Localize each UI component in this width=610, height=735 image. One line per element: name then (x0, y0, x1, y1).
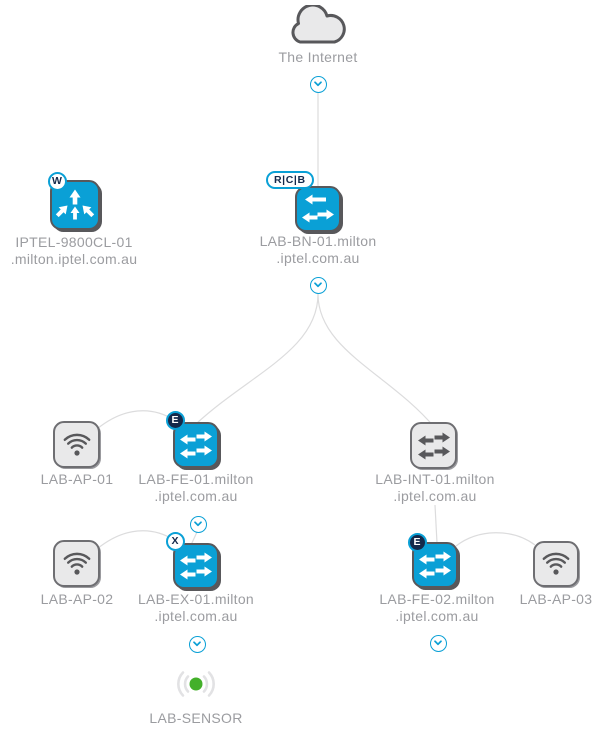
node-lab-fe-02[interactable] (412, 542, 458, 588)
label-line: LAB-INT-01.milton (375, 471, 495, 487)
label-line: LAB-SENSOR (149, 710, 243, 726)
link-int1-fe2[interactable] (434, 504, 438, 544)
access-point-icon (63, 552, 90, 575)
switch-icon (417, 432, 450, 459)
switch-icon (180, 552, 212, 580)
node-lab-ap-02[interactable] (53, 540, 100, 587)
sensor-icon (189, 677, 203, 691)
badge-bn-rcb: R|C|B (266, 171, 314, 189)
chevron-down-icon (193, 641, 201, 647)
label-lab-bn-01: LAB-BN-01.milton .iptel.com.au (238, 233, 398, 266)
label-lab-int-01: LAB-INT-01.milton .iptel.com.au (355, 471, 515, 504)
label-lab-ex-01: LAB-EX-01.milton .iptel.com.au (116, 591, 276, 624)
switch-icon (419, 551, 451, 579)
access-point-icon (542, 552, 570, 575)
label-line: LAB-BN-01.milton (259, 233, 377, 249)
label-line: .iptel.com.au (393, 487, 477, 504)
node-lab-ap-03[interactable] (533, 541, 579, 587)
link-bn-int1[interactable] (317, 293, 436, 429)
label-lab-fe-02: LAB-FE-02.milton .iptel.com.au (357, 591, 517, 624)
label-line: LAB-EX-01.milton (137, 591, 255, 607)
fe2-expand-chevron[interactable] (429, 634, 447, 652)
label-line: LAB-AP-02 (40, 591, 114, 607)
label-line: LAB-FE-01.milton (138, 471, 254, 487)
label-lab-ap-03: LAB-AP-03 (476, 591, 610, 608)
bn-expand-chevron[interactable] (309, 276, 327, 294)
link-bn-fe1[interactable] (195, 293, 319, 425)
link-ap1-fe1[interactable] (96, 410, 175, 430)
label-line: LAB-AP-03 (519, 591, 593, 607)
label-iptel-9800cl-01: IPTEL-9800CL-01 .milton.iptel.com.au (0, 234, 154, 267)
chevron-down-icon (314, 282, 322, 288)
chevron-down-icon (434, 640, 442, 646)
internet-cloud-icon[interactable] (287, 5, 349, 47)
label-line: .iptel.com.au (154, 607, 238, 624)
label-lab-sensor: LAB-SENSOR (116, 710, 276, 727)
label-line: .iptel.com.au (395, 607, 479, 624)
access-point-icon (63, 433, 90, 456)
chevron-down-icon (194, 521, 202, 527)
label-line: LAB-AP-01 (40, 471, 114, 487)
badge-ex1-x: X (165, 531, 185, 551)
label-line: IPTEL-9800CL-01 (15, 234, 133, 250)
router-icon (302, 194, 334, 223)
label-line: .iptel.com.au (276, 249, 360, 266)
badge-wlc-w: W (47, 171, 67, 191)
switch-icon (180, 431, 212, 459)
label-lab-ap-01: LAB-AP-01 (0, 471, 157, 488)
node-lab-bn-01[interactable] (295, 186, 341, 232)
node-lab-ap-01[interactable] (53, 421, 100, 468)
wireless-controller-icon (55, 189, 95, 220)
internet-expand-chevron[interactable] (309, 75, 327, 93)
badge-fe1-e: E (165, 410, 185, 430)
label-line: .milton.iptel.com.au (10, 250, 138, 267)
node-lab-int-01[interactable] (410, 422, 457, 469)
node-lab-fe-01[interactable] (173, 422, 219, 468)
link-fe1-ex1[interactable] (190, 531, 198, 546)
label-lab-fe-01: LAB-FE-01.milton .iptel.com.au (116, 471, 276, 504)
label-lab-ap-02: LAB-AP-02 (0, 591, 157, 608)
ex1-expand-chevron[interactable] (188, 635, 206, 653)
internet-label: The Internet (278, 49, 358, 65)
link-ap2-ex1[interactable] (96, 530, 175, 550)
node-lab-ex-01[interactable] (173, 543, 219, 589)
node-lab-sensor[interactable] (163, 662, 229, 706)
label-line: .iptel.com.au (154, 487, 238, 504)
badge-fe2-e: E (407, 532, 427, 552)
link-fe2-ap3[interactable] (455, 532, 536, 547)
label-line: LAB-FE-02.milton (379, 591, 495, 607)
fe1-expand-chevron[interactable] (189, 515, 207, 533)
chevron-down-icon (314, 81, 322, 87)
